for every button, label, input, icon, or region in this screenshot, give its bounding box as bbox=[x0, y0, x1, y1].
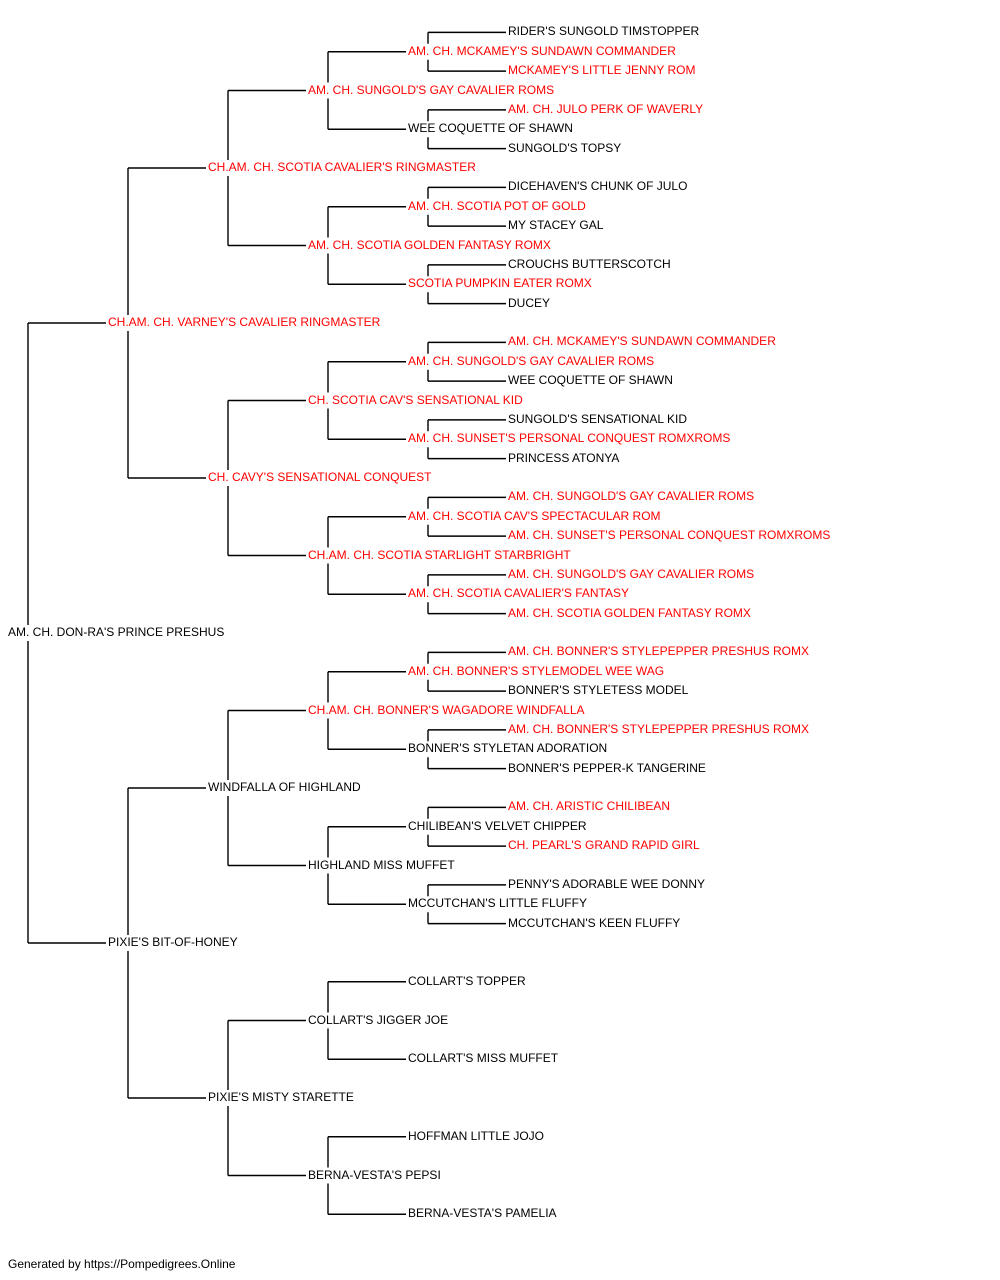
pedigree-sire-name: CHILIBEAN'S VELVET CHIPPER bbox=[408, 818, 587, 833]
pedigree-sire-name: AM. CH. MCKAMEY'S SUNDAWN COMMANDER bbox=[508, 334, 776, 349]
pedigree-dam-name: BONNER'S STYLETAN ADORATION bbox=[408, 741, 608, 756]
pedigree-dam-name: MCCUTCHAN'S KEEN FLUFFY bbox=[508, 915, 681, 930]
pedigree-dam-name: BERNA-VESTA'S PAMELIA bbox=[408, 1206, 557, 1221]
pedigree-sire-name: AM. CH. MCKAMEY'S SUNDAWN COMMANDER bbox=[408, 43, 676, 58]
pedigree-dam-name: CH. CAVY'S SENSATIONAL CONQUEST bbox=[208, 470, 432, 484]
pedigree-sire-name: PENNY'S ADORABLE WEE DONNY bbox=[508, 876, 706, 891]
pedigree-sire-name: DICEHAVEN'S CHUNK OF JULO bbox=[508, 179, 688, 194]
pedigree-dam-name: PIXIE'S MISTY STARETTE bbox=[208, 1090, 354, 1104]
pedigree-dam-name: WEE COQUETTE OF SHAWN bbox=[508, 373, 673, 388]
pedigree-sire-name: AM. CH. BONNER'S STYLEPEPPER PRESHUS ROM… bbox=[508, 644, 810, 659]
pedigree-dam-name: PIXIE'S BIT-OF-HONEY bbox=[108, 935, 238, 949]
pedigree-dam-name: BONNER'S STYLETESS MODEL bbox=[508, 683, 689, 698]
pedigree-dam-name: PRINCESS ATONYA bbox=[508, 450, 620, 465]
pedigree-sire-name: AM. CH. BONNER'S STYLEPEPPER PRESHUS ROM… bbox=[508, 721, 810, 736]
pedigree-dam-name: HIGHLAND MISS MUFFET bbox=[308, 857, 455, 872]
pedigree-sire-name: AM. CH. SUNGOLD'S GAY CAVALIER ROMS bbox=[508, 566, 755, 581]
pedigree-dam-name: BONNER'S PEPPER-K TANGERINE bbox=[508, 760, 706, 775]
pedigree-sire-name: AM. CH. SUNGOLD'S GAY CAVALIER ROMS bbox=[408, 353, 655, 368]
pedigree-sire-name: AM. CH. ARISTIC CHILIBEAN bbox=[508, 799, 671, 814]
pedigree-dam-name: CH. PEARL'S GRAND RAPID GIRL bbox=[508, 838, 700, 853]
pedigree-sire-name: RIDER'S SUNGOLD TIMSTOPPER bbox=[508, 24, 700, 39]
pedigree-sire-name: HOFFMAN LITTLE JOJO bbox=[408, 1128, 545, 1143]
pedigree-sire-name: COLLART'S JIGGER JOE bbox=[308, 1012, 449, 1027]
pedigree-sire-name: AM. CH. SCOTIA CAV'S SPECTACULAR ROM bbox=[408, 508, 661, 523]
pedigree-dam-name: AM. CH. SUNSET'S PERSONAL CONQUEST ROMXR… bbox=[408, 431, 731, 446]
pedigree-dam-name: SCOTIA PUMPKIN EATER ROMX bbox=[408, 276, 592, 291]
pedigree-dam-name: MCKAMEY'S LITTLE JENNY ROM bbox=[508, 63, 696, 78]
pedigree-sire-name: COLLART'S TOPPER bbox=[408, 973, 526, 988]
pedigree-sire-name: CROUCHS BUTTERSCOTCH bbox=[508, 256, 671, 271]
pedigree-subject-name: AM. CH. DON-RA'S PRINCE PRESHUS bbox=[8, 625, 225, 639]
pedigree-dam-name: DUCEY bbox=[508, 295, 551, 310]
pedigree-sire-name: SUNGOLD'S SENSATIONAL KID bbox=[508, 411, 687, 426]
pedigree-dam-name: AM. CH. SCOTIA GOLDEN FANTASY ROMX bbox=[308, 237, 551, 252]
pedigree-sire-name: CH.AM. CH. VARNEY'S CAVALIER RINGMASTER bbox=[108, 315, 381, 329]
pedigree-dam-name: WEE COQUETTE OF SHAWN bbox=[408, 121, 573, 136]
pedigree-sire-name: AM. CH. SUNGOLD'S GAY CAVALIER ROMS bbox=[308, 82, 555, 97]
pedigree-dam-name: COLLART'S MISS MUFFET bbox=[408, 1051, 559, 1066]
pedigree-dam-name: BERNA-VESTA'S PEPSI bbox=[308, 1167, 441, 1182]
pedigree-dam-name: SUNGOLD'S TOPSY bbox=[508, 140, 622, 155]
pedigree-dam-name: AM. CH. SCOTIA GOLDEN FANTASY ROMX bbox=[508, 605, 751, 620]
pedigree-sire-name: CH.AM. CH. SCOTIA CAVALIER'S RINGMASTER bbox=[208, 160, 476, 174]
pedigree-dam-name: MCCUTCHAN'S LITTLE FLUFFY bbox=[408, 896, 587, 911]
pedigree-sire-name: AM. CH. BONNER'S STYLEMODEL WEE WAG bbox=[408, 663, 665, 678]
pedigree-sire-name: WINDFALLA OF HIGHLAND bbox=[208, 780, 361, 794]
pedigree-sire-name: CH.AM. CH. BONNER'S WAGADORE WINDFALLA bbox=[308, 702, 585, 717]
pedigree-sire-name: AM. CH. JULO PERK OF WAVERLY bbox=[508, 101, 704, 116]
pedigree-dam-name: MY STACEY GAL bbox=[508, 218, 604, 233]
footer-credit: Generated by https://Pompedigrees.Online bbox=[8, 1257, 236, 1271]
pedigree-sire-name: AM. CH. SCOTIA POT OF GOLD bbox=[408, 198, 586, 213]
pedigree-dam-name: AM. CH. SCOTIA CAVALIER'S FANTASY bbox=[408, 586, 630, 601]
pedigree-sire-name: AM. CH. SUNGOLD'S GAY CAVALIER ROMS bbox=[508, 489, 755, 504]
pedigree-dam-name: CH.AM. CH. SCOTIA STARLIGHT STARBRIGHT bbox=[308, 547, 571, 562]
pedigree-sire-name: CH. SCOTIA CAV'S SENSATIONAL KID bbox=[308, 392, 523, 407]
pedigree-dam-name: AM. CH. SUNSET'S PERSONAL CONQUEST ROMXR… bbox=[508, 528, 831, 543]
